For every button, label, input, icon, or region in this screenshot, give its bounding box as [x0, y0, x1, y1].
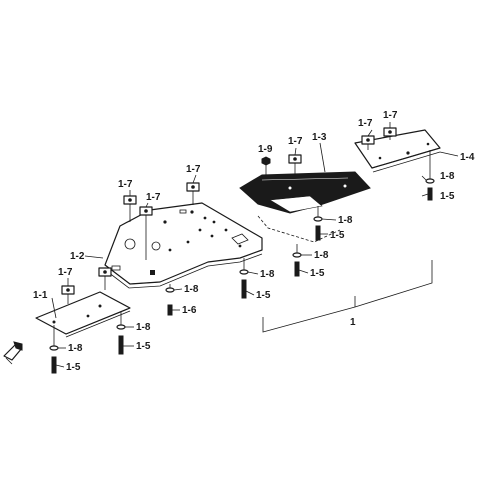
- callout-clip-nut: 1-7: [358, 118, 373, 129]
- fastener-group: [49, 178, 435, 374]
- plate-right: [354, 129, 441, 173]
- callout-clip-nut: 1-7: [146, 192, 161, 203]
- callout-washer: 1-8: [136, 322, 151, 333]
- plate-main: [103, 202, 263, 289]
- callout-plate-main: 1-2: [70, 251, 85, 262]
- clip-nut: [186, 182, 200, 192]
- callout-assembly: 1: [350, 317, 356, 328]
- callout-washer: 1-8: [314, 250, 329, 261]
- clip-nut: [123, 195, 137, 205]
- clip-nut: [61, 285, 75, 295]
- callout-bolt: 1-5: [66, 362, 81, 373]
- callout-washer: 1-8: [184, 284, 199, 295]
- clip-nut: [288, 154, 302, 164]
- callout-plate-top: 1-3: [312, 132, 327, 143]
- clip-nut: [98, 267, 112, 277]
- leader-lines: [51, 122, 459, 368]
- callout-washer: 1-8: [68, 343, 83, 354]
- callout-clip-nut: 1-7: [186, 164, 201, 175]
- callout-clip-nut: 1-7: [58, 267, 73, 278]
- callout-bolt: 1-5: [330, 230, 345, 241]
- callout-washer: 1-8: [338, 215, 353, 226]
- clip-nut: [361, 135, 375, 145]
- callout-bolt: 1-5: [136, 341, 151, 352]
- callout-nut: 1-9: [258, 144, 273, 155]
- clip-nut: [383, 127, 397, 137]
- callout-plate-front-left: 1-1: [33, 290, 48, 301]
- assembly-bracket: [262, 260, 433, 333]
- callout-bolt: 1-5: [256, 290, 271, 301]
- callout-bolt: 1-5: [310, 268, 325, 279]
- plate-front-left: [35, 291, 131, 338]
- callout-bolt: 1-5: [440, 191, 455, 202]
- callout-clip-nut: 1-7: [118, 179, 133, 190]
- callout-clip-nut: 1-7: [383, 110, 398, 121]
- callout-washer: 1-8: [260, 269, 275, 280]
- callout-washer: 1-8: [440, 171, 455, 182]
- callout-plate-right: 1-4: [460, 152, 475, 163]
- nut: [261, 156, 271, 178]
- bracket-small: [3, 341, 23, 365]
- plate-top: [239, 171, 371, 214]
- callout-clip-nut: 1-7: [288, 136, 303, 147]
- clip-nut: [139, 206, 153, 216]
- callout-bolt-short: 1-6: [182, 305, 197, 316]
